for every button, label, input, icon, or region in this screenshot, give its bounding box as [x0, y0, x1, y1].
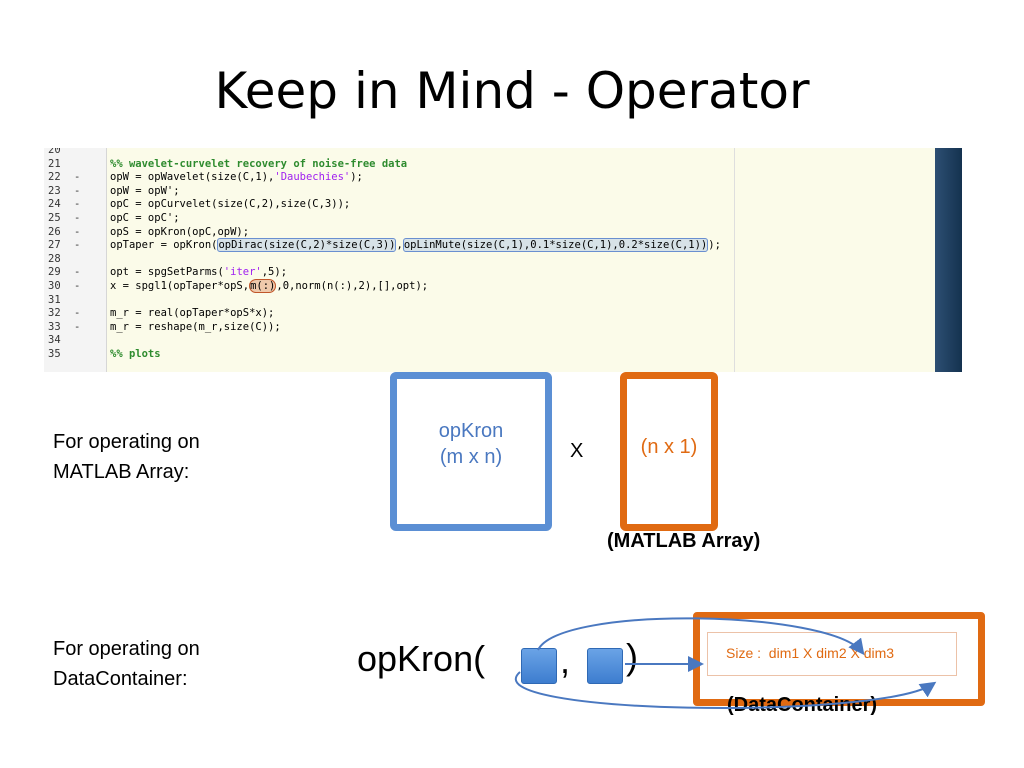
line-number: 31	[48, 293, 61, 306]
line-number: 23	[48, 184, 61, 197]
opkron-call: opKron(	[357, 638, 486, 679]
line-number: 34	[48, 334, 61, 347]
code-text: opW = opW';	[110, 185, 180, 198]
line-number: 28	[48, 252, 61, 265]
arrow-first-operand	[537, 617, 865, 656]
line-number: 20	[48, 148, 61, 156]
datacontainer-description: For operating on DataContainer:	[53, 634, 200, 694]
code-token: m_r = reshape(m_r,size(C));	[110, 320, 281, 333]
code-text: %% wavelet-curvelet recovery of noise-fr…	[110, 158, 407, 171]
code-token: x = spgl1(opTaper*opS,	[110, 280, 250, 292]
description-line: For operating on	[53, 431, 200, 453]
matlab-array-description: For operating on MATLAB Array:	[53, 427, 200, 487]
code-text: opW = opWavelet(size(C,1),'Daubechies');	[110, 171, 363, 184]
breakpoint-dash[interactable]: -	[74, 225, 81, 238]
vector-dims: (n x 1)	[640, 436, 698, 458]
code-token: opC = opCurvelet(size(C,2),size(C,3));	[110, 198, 351, 211]
code-text: x = spgl1(opTaper*opS,m(:),0,norm(n(:),2…	[110, 279, 429, 293]
line-number: 30	[48, 280, 61, 292]
code-token: %% wavelet-curvelet recovery of noise-fr…	[110, 157, 408, 170]
description-line: DataContainer:	[53, 668, 188, 690]
size-field	[707, 632, 957, 676]
code-text: opC = opCurvelet(size(C,2),size(C,3));	[110, 198, 350, 211]
description-line: MATLAB Array:	[53, 461, 190, 483]
line-number: 29	[48, 266, 61, 279]
operand-comma: ,	[560, 640, 571, 681]
breakpoint-dash[interactable]: -	[74, 266, 81, 279]
code-token: );	[350, 171, 363, 184]
code-token: opC = opC';	[110, 212, 180, 224]
editor-scrollbar[interactable]	[935, 148, 962, 372]
matlab-array-caption: (MATLAB Array)	[607, 530, 761, 552]
code-token: opTaper = opKron(	[110, 239, 218, 252]
circled-argument: m(:)	[249, 279, 277, 293]
code-token: opS = opKron(opC,opW);	[110, 225, 250, 238]
code-text: opTaper = opKron(opDirac(size(C,2)*size(…	[110, 238, 721, 253]
line-number: 21	[48, 157, 61, 170]
breakpoint-dash[interactable]: -	[74, 307, 81, 320]
code-text: opS = opKron(opC,opW);	[110, 226, 249, 239]
code-token: %% plots	[110, 348, 161, 360]
line-number: 32	[48, 307, 61, 320]
highlighted-argument: opDirac(size(C,2)*size(C,3))	[217, 238, 397, 253]
multiply-sign: X	[570, 440, 584, 462]
code-token: 'iter'	[223, 266, 262, 279]
slide-title: Keep in Mind - Operator	[214, 62, 810, 120]
line-number: 25	[48, 212, 61, 224]
code-text: m_r = real(opTaper*opS*x);	[110, 307, 274, 320]
right-margin-line	[734, 148, 735, 372]
breakpoint-dash[interactable]: -	[74, 184, 81, 197]
arrow-return	[515, 671, 937, 709]
breakpoint-dash[interactable]: -	[74, 280, 81, 292]
line-number: 22	[48, 171, 61, 184]
line-number: 27	[48, 239, 61, 252]
line-number: 35	[48, 348, 61, 360]
operator-label: opKron (m x n)	[390, 418, 552, 470]
close-paren: )	[626, 636, 638, 677]
code-token: ,	[396, 239, 403, 252]
line-number-gutter	[44, 148, 107, 372]
line-number: 26	[48, 225, 61, 238]
second-operand-square	[587, 648, 623, 684]
breakpoint-dash[interactable]: -	[74, 212, 81, 224]
line-number: 24	[48, 198, 61, 211]
code-text: %% plots	[110, 348, 161, 361]
code-token: );	[708, 239, 721, 252]
operator-dims: (m x n)	[439, 446, 503, 468]
code-token: ,5);	[261, 266, 288, 279]
code-token: ,0,norm(n(:),2),[],opt);	[276, 280, 429, 292]
operator-box	[390, 372, 552, 531]
code-token: opW = opWavelet(size(C,1),	[110, 171, 275, 184]
code-token: opW = opW';	[110, 184, 180, 197]
highlighted-argument: opLinMute(size(C,1),0.1*size(C,1),0.2*si…	[402, 238, 709, 253]
code-token: 'Daubechies'	[274, 171, 351, 184]
vector-box	[620, 372, 718, 531]
breakpoint-dash[interactable]: -	[74, 320, 81, 333]
code-text: opt = spgSetParms('iter',5);	[110, 266, 287, 279]
line-number: 33	[48, 320, 61, 333]
code-text: m_r = reshape(m_r,size(C));	[110, 321, 281, 334]
breakpoint-dash[interactable]: -	[74, 239, 81, 252]
code-token: opt = spgSetParms(	[110, 266, 224, 279]
operator-name: opKron	[438, 420, 504, 442]
code-text: opC = opC';	[110, 212, 180, 225]
description-line: For operating on	[53, 638, 200, 660]
first-operand-square	[521, 648, 557, 684]
breakpoint-dash[interactable]: -	[74, 198, 81, 211]
breakpoint-dash[interactable]: -	[74, 171, 81, 184]
code-token: m_r = real(opTaper*opS*x);	[110, 307, 275, 320]
